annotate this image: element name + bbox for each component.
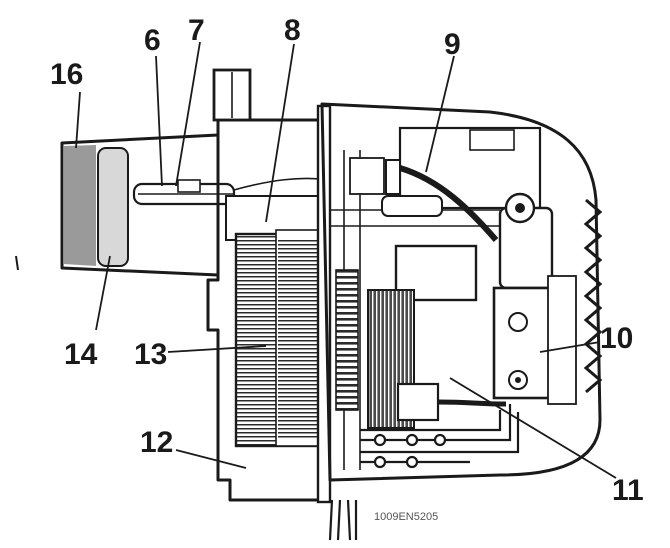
oil-pipes — [360, 404, 520, 469]
callout-12: 12 — [140, 426, 173, 459]
callout-13: 13 — [134, 338, 167, 371]
oil-pump — [492, 275, 577, 405]
photocell-connector — [396, 382, 507, 422]
callout-7: 7 — [188, 14, 205, 47]
drawing-code: 1009EN5205 — [374, 511, 438, 523]
callout-11: 11 — [612, 474, 644, 507]
callout-16: 16 — [50, 58, 83, 91]
callout-6: 6 — [144, 24, 161, 57]
electrode-connector — [381, 159, 443, 217]
fan-wheel — [234, 229, 325, 448]
callout-14: 14 — [64, 338, 98, 371]
leader-lines — [75, 41, 617, 479]
callout-9: 9 — [444, 28, 461, 61]
side-fins — [335, 269, 359, 411]
callout-8: 8 — [284, 14, 301, 47]
left-tick-mark — [15, 255, 19, 271]
cover-serrated-edge — [583, 198, 603, 394]
solenoid-valve — [498, 192, 554, 290]
flame-head — [97, 147, 129, 267]
cable-entry — [328, 499, 358, 541]
callout-10: 10 — [600, 322, 633, 355]
